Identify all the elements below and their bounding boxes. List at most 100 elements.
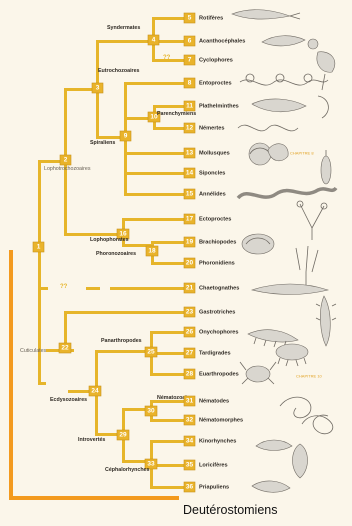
svg-text:14: 14 xyxy=(186,170,194,177)
node-box-22: 22 xyxy=(59,343,71,353)
svg-text:Mollusques: Mollusques xyxy=(199,151,230,157)
taxon-gastrotriches: 23 Gastrotriches xyxy=(184,307,235,317)
clade-cephalorhynches: Céphalorhynches xyxy=(105,467,150,473)
nemertea-drawing xyxy=(238,125,298,131)
node-box-1: 1 xyxy=(33,242,44,252)
flatworm-drawing xyxy=(252,96,328,118)
svg-text:20: 20 xyxy=(186,260,194,267)
gastrotrich-drawing xyxy=(316,296,336,346)
svg-text:26: 26 xyxy=(186,329,194,336)
node-box-25: 25 xyxy=(145,347,157,357)
svg-text:Plathelminthes: Plathelminthes xyxy=(199,104,239,110)
svg-text:32: 32 xyxy=(186,417,194,424)
clade-panarthropodes: Panarthropodes xyxy=(101,338,142,344)
taxon-annelides: 15 Annélides xyxy=(184,189,226,199)
taxon-priapuliens: 36 Priapuliens xyxy=(184,482,229,492)
loricifera-drawing xyxy=(293,444,308,478)
node-box-3: 3 xyxy=(92,83,103,93)
chaetognath-drawing xyxy=(252,284,328,295)
taxon-nematodes: 31 Nématodes xyxy=(184,396,229,406)
svg-text:Némertes: Némertes xyxy=(199,126,225,132)
cycliophora-drawing xyxy=(317,52,335,90)
node-box-2: 2 xyxy=(60,155,71,165)
svg-text:8: 8 xyxy=(188,80,192,87)
svg-text:Tardigrades: Tardigrades xyxy=(199,351,231,357)
svg-text:Gastrotriches: Gastrotriches xyxy=(199,310,235,316)
svg-text:36: 36 xyxy=(186,484,194,491)
svg-text:Cyclophores: Cyclophores xyxy=(199,58,233,64)
svg-text:19: 19 xyxy=(186,239,194,246)
svg-text:30: 30 xyxy=(147,408,155,415)
svg-text:18: 18 xyxy=(148,248,156,255)
svg-text:Priapuliens: Priapuliens xyxy=(199,485,229,491)
svg-text:Euarthropodes: Euarthropodes xyxy=(199,372,239,378)
priapulid-drawing xyxy=(252,481,290,492)
rotifer-drawing xyxy=(232,10,300,19)
deuterostomiens-label: Deutérostomiens xyxy=(183,503,278,517)
taxon-kinorhynches: 34 Kinorhynches xyxy=(184,436,236,446)
svg-text:12: 12 xyxy=(186,125,194,132)
brachiopod-drawing xyxy=(242,234,274,254)
node-box-18: 18 xyxy=(146,246,158,256)
svg-text:25: 25 xyxy=(147,349,155,356)
taxon-loriciferes: 35 Loricifères xyxy=(184,460,228,470)
svg-text:34: 34 xyxy=(186,438,194,445)
chapter-note-mollusques: CHAPITRE 8 xyxy=(290,151,314,156)
uncertain-mark-cyclophores: ?? xyxy=(163,55,171,61)
svg-text:Acanthocéphales: Acanthocéphales xyxy=(199,39,245,45)
clade-ecdysozoaires: Ecdysozoaires xyxy=(50,397,87,403)
taxon-ectoproctes: 17Ectoproctes xyxy=(184,214,231,224)
taxon-nemertes: 12 Némertes xyxy=(184,123,225,133)
svg-text:Phoronidiens: Phoronidiens xyxy=(199,261,235,267)
deuterostomia-branch-vertical xyxy=(9,250,13,500)
svg-text:35: 35 xyxy=(186,462,194,469)
svg-text:Rotifères: Rotifères xyxy=(199,16,223,22)
taxon-mollusques: 13 Mollusques xyxy=(184,148,230,158)
clade-spiraliens: Spiraliens xyxy=(90,140,115,146)
nematode-drawing xyxy=(280,397,311,418)
taxon-siponcles: 14 Siponcles xyxy=(184,168,225,178)
sipuncula-drawing xyxy=(321,150,331,184)
svg-text:17: 17 xyxy=(186,216,194,223)
svg-text:2: 2 xyxy=(64,157,68,164)
svg-text:Siponcles: Siponcles xyxy=(199,171,225,177)
taxon-phoronidiens: 20 Phoronidiens xyxy=(184,258,235,268)
node-box-9: 9 xyxy=(120,131,131,141)
svg-text:15: 15 xyxy=(186,191,194,198)
mollusc-drawing xyxy=(249,143,288,165)
annelid-drawing xyxy=(238,188,336,198)
svg-text:Loricifères: Loricifères xyxy=(199,463,228,469)
node-box-30: 30 xyxy=(145,406,157,416)
svg-text:Entoproctes: Entoproctes xyxy=(199,81,232,87)
clade-lophophorates: Lophophorates xyxy=(90,237,129,243)
svg-text:24: 24 xyxy=(91,388,99,395)
svg-text:22: 22 xyxy=(61,345,69,352)
svg-text:29: 29 xyxy=(119,432,127,439)
clade-introvertes: Introvertés xyxy=(78,437,105,443)
svg-text:Onychophores: Onychophores xyxy=(199,330,238,336)
svg-text:Nématodes: Nématodes xyxy=(199,399,229,405)
svg-text:Annélides: Annélides xyxy=(199,192,226,198)
svg-text:23: 23 xyxy=(186,309,194,316)
taxon-plathelminthes: 11 Plathelminthes xyxy=(184,101,239,111)
svg-text:Kinorhynches: Kinorhynches xyxy=(199,439,236,445)
svg-text:13: 13 xyxy=(186,150,194,157)
nematomorph-drawing xyxy=(302,415,333,434)
phoronid-drawing xyxy=(296,246,318,290)
kinorhynch-drawing xyxy=(256,440,292,451)
svg-text:11: 11 xyxy=(186,103,193,110)
svg-text:31: 31 xyxy=(186,398,194,405)
deuterostomia-branch-horizontal xyxy=(9,496,179,500)
svg-text:Chaetognathes: Chaetognathes xyxy=(199,286,239,292)
clade-eutrochozoaires: Eutrochozoaires xyxy=(98,68,140,74)
svg-text:9: 9 xyxy=(124,133,128,140)
